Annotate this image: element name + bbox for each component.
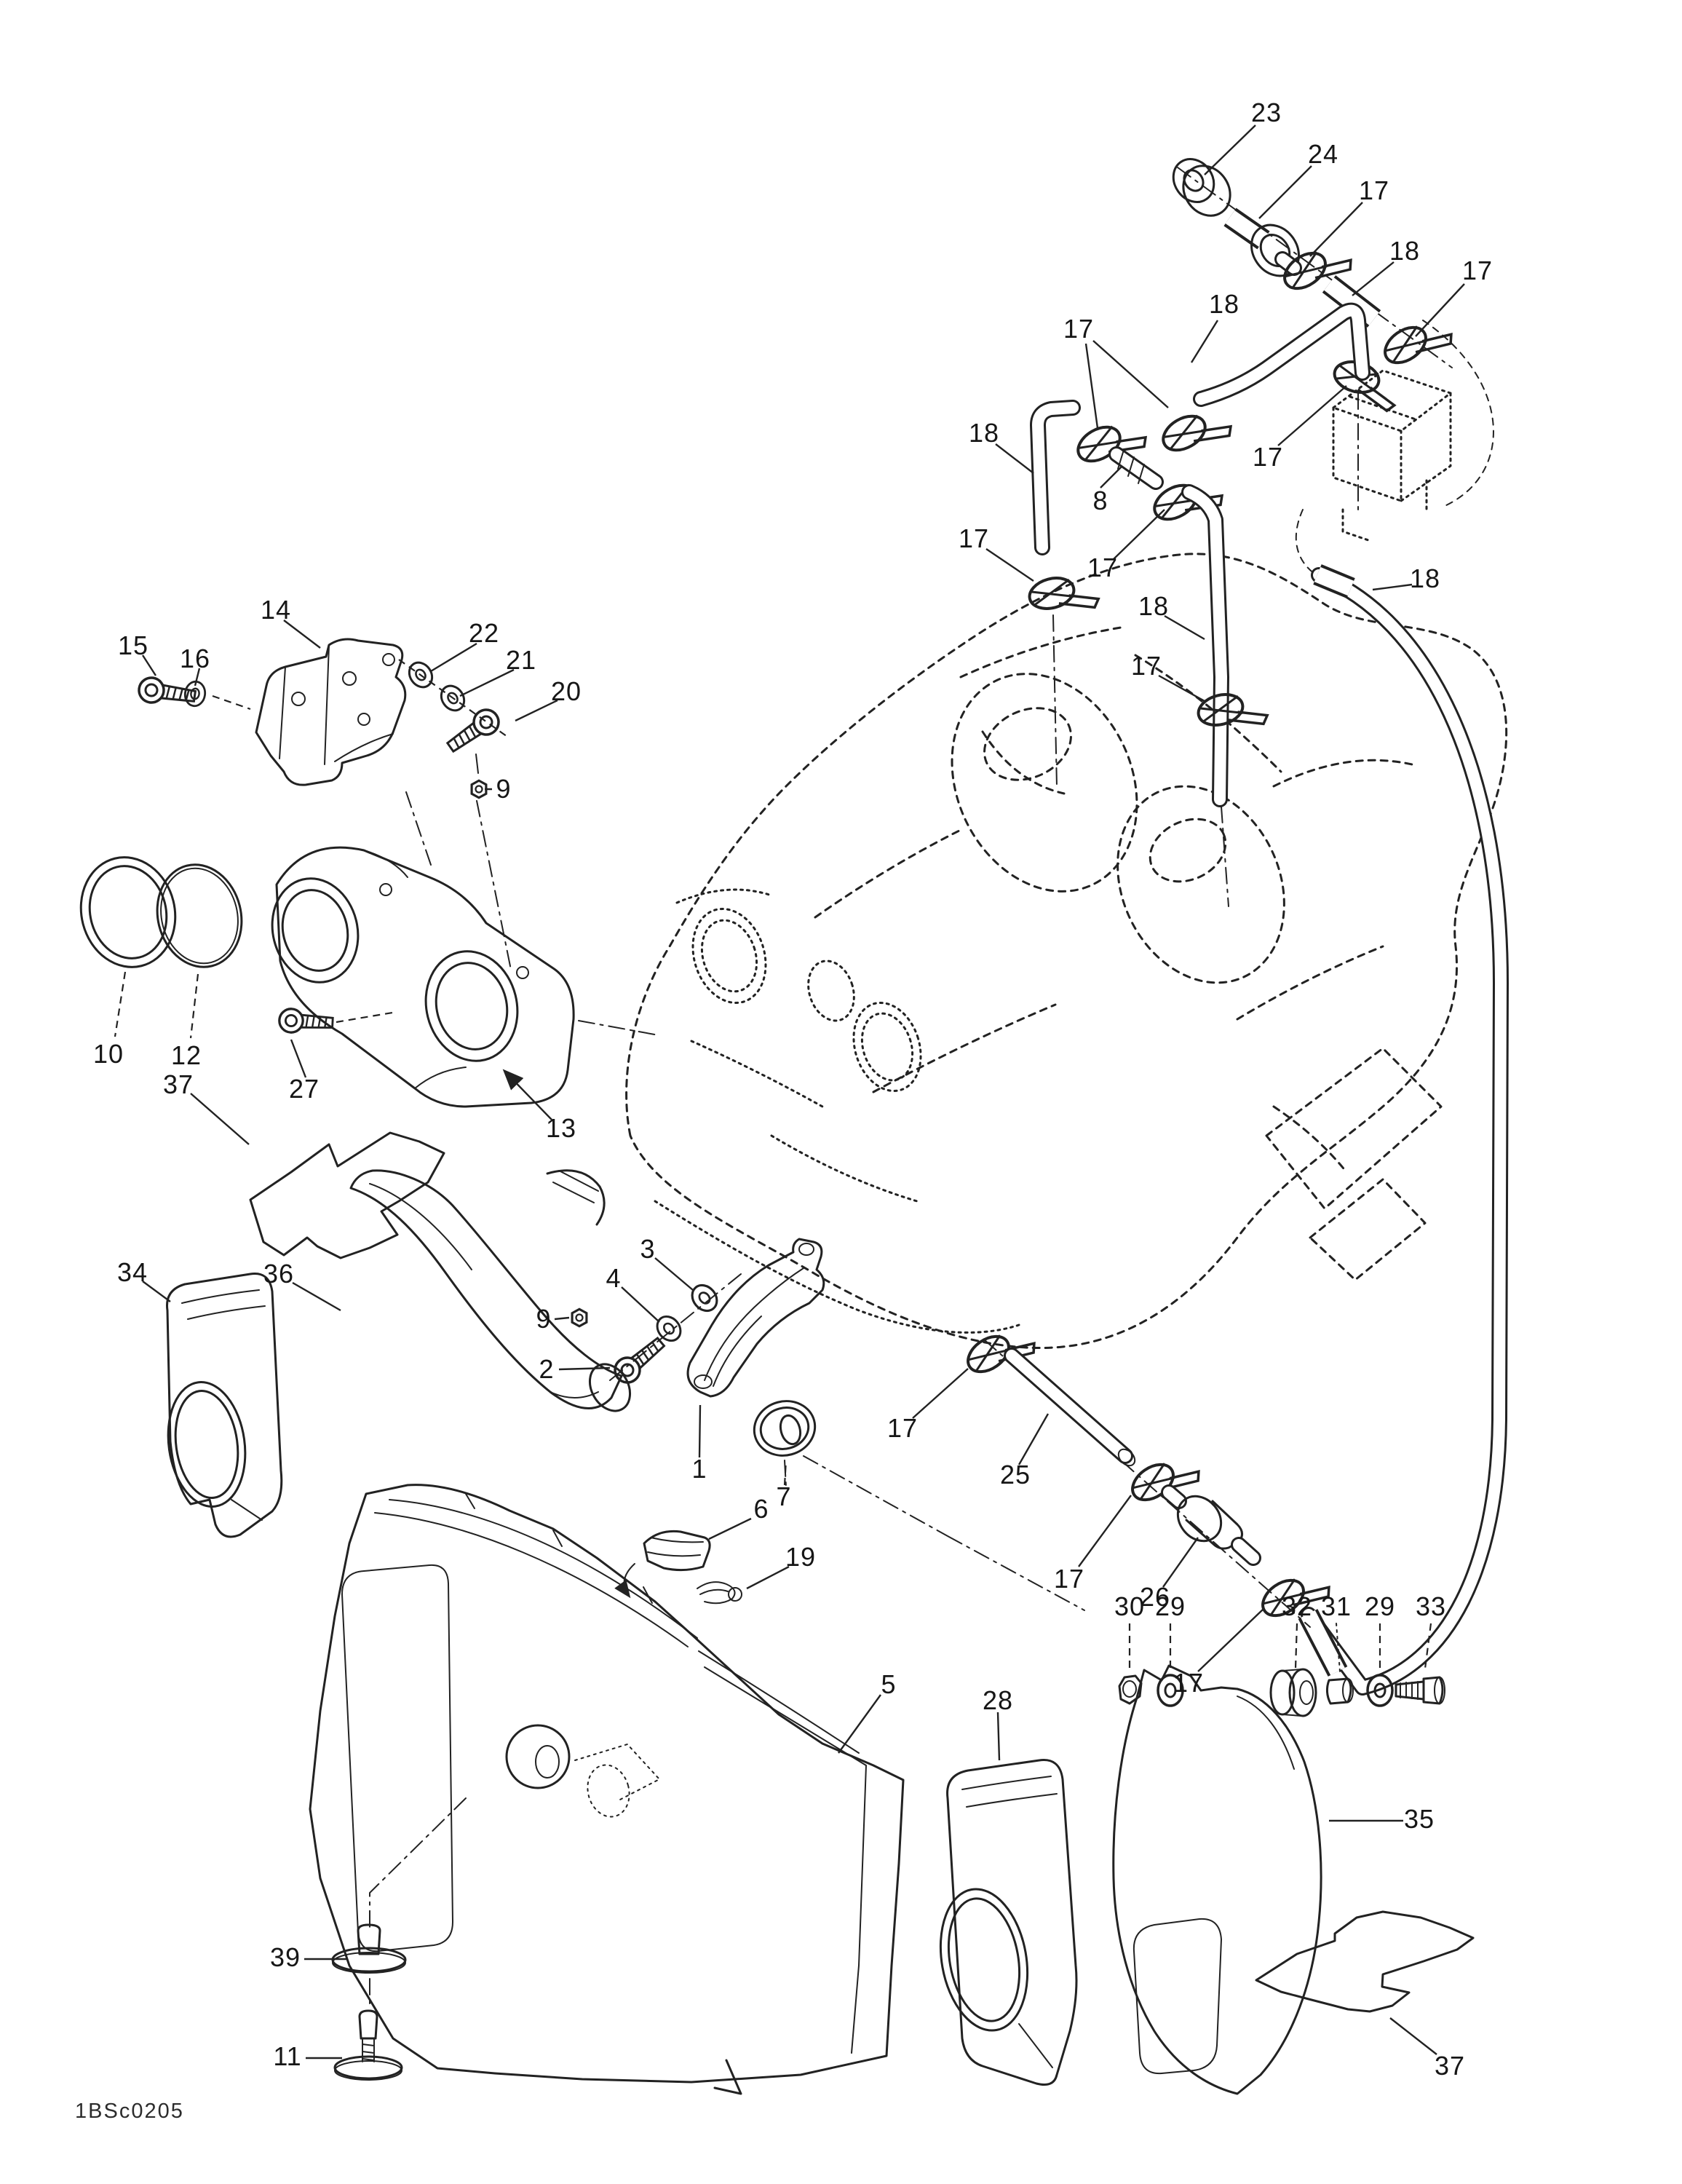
part-callout-18: 18: [1409, 563, 1441, 593]
part-callout-14: 14: [260, 595, 292, 625]
air-silencer-5: [309, 1484, 905, 2095]
engine-phantom-outline: [625, 553, 1508, 1350]
part-callout-32: 32: [1281, 1591, 1313, 1621]
part-callout-4: 4: [606, 1263, 622, 1293]
part-callout-29: 29: [1154, 1591, 1186, 1621]
part-callout-5: 5: [881, 1669, 897, 1699]
part-callout-17: 17: [958, 523, 990, 553]
part-callout-3: 3: [640, 1234, 656, 1264]
part-callout-18: 18: [1389, 236, 1421, 266]
part-callout-18: 18: [1138, 591, 1170, 621]
airbox-screws: [331, 1923, 407, 2081]
part-callout-17: 17: [1087, 553, 1119, 582]
part-callout-21: 21: [505, 645, 537, 675]
part-callout-22: 22: [468, 618, 500, 648]
part-callout-17: 17: [1252, 442, 1284, 472]
intake-duct-36: [349, 1169, 632, 1412]
cotter-pin-19: [697, 1581, 742, 1605]
part-callout-34: 34: [116, 1257, 148, 1287]
part-callout-17: 17: [1461, 256, 1493, 285]
part-callout-17: 17: [1063, 314, 1095, 344]
intake-boot-34: [166, 1273, 283, 1538]
part-callout-20: 20: [550, 676, 582, 706]
screw-11: [333, 2009, 403, 2081]
vent-fitting-assembly: [1172, 158, 1494, 574]
part-callout-28: 28: [982, 1685, 1014, 1715]
intake-boot-28: [939, 1759, 1078, 2086]
spacer-31: [1325, 1677, 1354, 1705]
part-callout-18: 18: [968, 418, 1000, 448]
part-callout-19: 19: [785, 1542, 817, 1572]
part-callout-39: 39: [269, 1942, 301, 1972]
bracket-14-assembly: [136, 638, 512, 970]
adapter-rings: [79, 856, 243, 1039]
check-valve-26: [1161, 1484, 1261, 1566]
part-callout-6: 6: [753, 1494, 769, 1524]
part-callout-35: 35: [1403, 1804, 1435, 1834]
bolt-33: [1395, 1676, 1445, 1705]
outlet-duct-35: [1112, 1664, 1322, 2095]
part-callout-17: 17: [1130, 651, 1162, 681]
part-callout-9: 9: [496, 774, 512, 804]
part-callout-9: 9: [536, 1304, 552, 1334]
part-callout-2: 2: [539, 1354, 555, 1384]
clip-and-pin: [614, 1530, 742, 1605]
part-callout-37: 37: [162, 1069, 194, 1099]
part-callout-33: 33: [1415, 1591, 1447, 1621]
part-callout-29: 29: [1364, 1591, 1396, 1621]
part-callout-26: 26: [1139, 1582, 1171, 1612]
grommet-7: [753, 1400, 817, 1457]
fitting-8: [1108, 446, 1164, 490]
pulse-line-assembly: [960, 1315, 1335, 1633]
part-callout-27: 27: [288, 1074, 320, 1104]
leader-lines: [141, 124, 1465, 2060]
foam-pad-lower: [1255, 1910, 1475, 2013]
part-callout-15: 15: [117, 630, 149, 660]
part-callout-16: 16: [179, 644, 211, 673]
part-callout-36: 36: [263, 1259, 295, 1289]
grommet-23: [1172, 158, 1231, 217]
foam-pad-upper: [249, 1131, 445, 1259]
part-callout-23: 23: [1250, 98, 1282, 127]
part-callout-1: 1: [691, 1454, 707, 1484]
part-callout-18: 18: [1208, 289, 1240, 319]
part-callout-7: 7: [776, 1481, 792, 1511]
part-callout-30: 30: [1114, 1591, 1146, 1621]
carb-flange-13: [271, 846, 659, 1108]
part-callout-11: 11: [273, 2041, 302, 2071]
part-callout-24: 24: [1307, 139, 1339, 169]
diagram-code: 1BSc0205: [75, 2100, 184, 2123]
part-callout-17: 17: [1358, 175, 1390, 205]
part-callout-12: 12: [170, 1040, 202, 1070]
mount-hardware-row: [1118, 1623, 1445, 1717]
part-callout-31: 31: [1320, 1591, 1352, 1621]
vent-hoses: [1024, 302, 1509, 1696]
part-callout-17: 17: [1053, 1564, 1085, 1594]
nut-30: [1118, 1674, 1143, 1705]
part-callout-13: 13: [545, 1113, 577, 1143]
part-callout-37: 37: [1434, 2051, 1466, 2081]
part-callout-8: 8: [1092, 486, 1108, 515]
part-callout-17: 17: [886, 1413, 919, 1443]
bracket-1-assembly: [571, 1238, 1085, 1611]
fitting-24: [1223, 207, 1302, 277]
resonator-box: [1332, 369, 1452, 542]
part-callout-10: 10: [92, 1039, 124, 1069]
part-callout-25: 25: [999, 1460, 1031, 1489]
grommet-32: [1269, 1668, 1317, 1717]
part-callout-17: 17: [1173, 1668, 1205, 1698]
